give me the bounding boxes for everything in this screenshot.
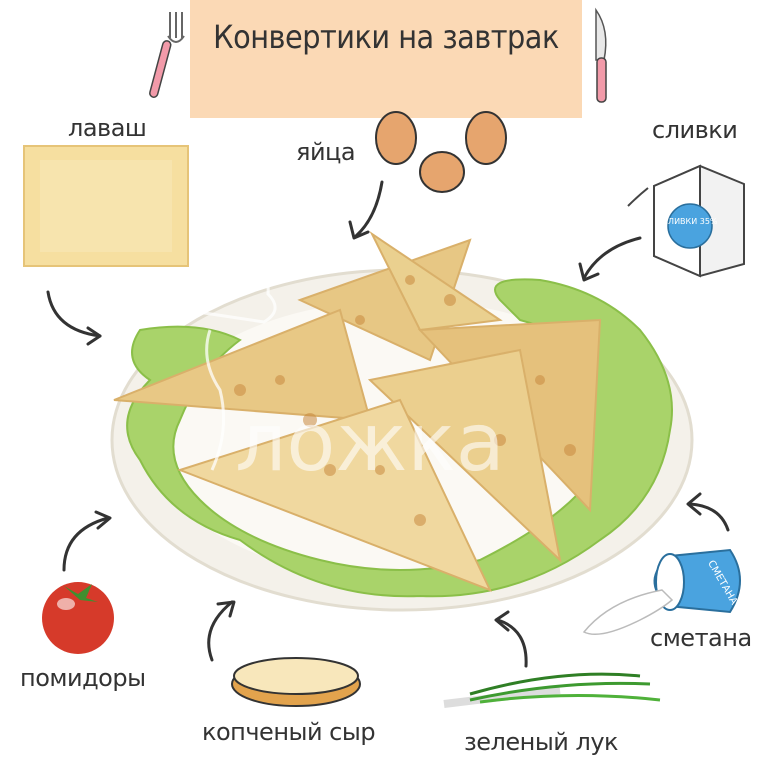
arrow-eggs-icon <box>348 180 384 240</box>
cream-pack-label: СЛИВКИ 35% <box>662 217 717 226</box>
arrow-onion-icon <box>494 610 528 668</box>
cream-pack-icon <box>627 164 745 278</box>
lettuce-icon <box>126 278 673 598</box>
arrow-sour-cream-icon <box>686 492 730 532</box>
lavash-icon <box>23 145 189 267</box>
label-eggs: яйца <box>296 138 356 166</box>
sour-cream-cup-icon <box>582 548 741 635</box>
pastry-texture <box>234 275 576 526</box>
arrow-lavash-icon <box>46 290 102 346</box>
green-onion-icon <box>443 672 661 708</box>
watermark-chef-icon <box>194 269 277 471</box>
arrow-cheese-icon <box>207 600 236 662</box>
eggs-icon <box>375 111 507 193</box>
arrow-cream-icon <box>578 236 642 282</box>
title-banner <box>190 0 582 118</box>
label-onion: зеленый лук <box>464 728 619 756</box>
knife-icon <box>595 7 607 103</box>
page-title: Конвертики на завтрак <box>213 18 559 56</box>
tomato-icon <box>42 582 114 654</box>
pastry-envelopes-icon <box>113 231 602 592</box>
cheese-icon <box>231 657 361 707</box>
label-cheese: копченый сыр <box>202 718 376 746</box>
label-tomatoes: помидоры <box>20 664 146 692</box>
arrow-tomatoes-icon <box>62 510 112 572</box>
fork-icon <box>149 12 185 98</box>
label-sour-cream: сметана <box>650 624 752 652</box>
label-cream: сливки <box>652 116 738 144</box>
watermark-text: ложка <box>235 396 505 489</box>
label-lavash: лаваш <box>68 114 147 142</box>
